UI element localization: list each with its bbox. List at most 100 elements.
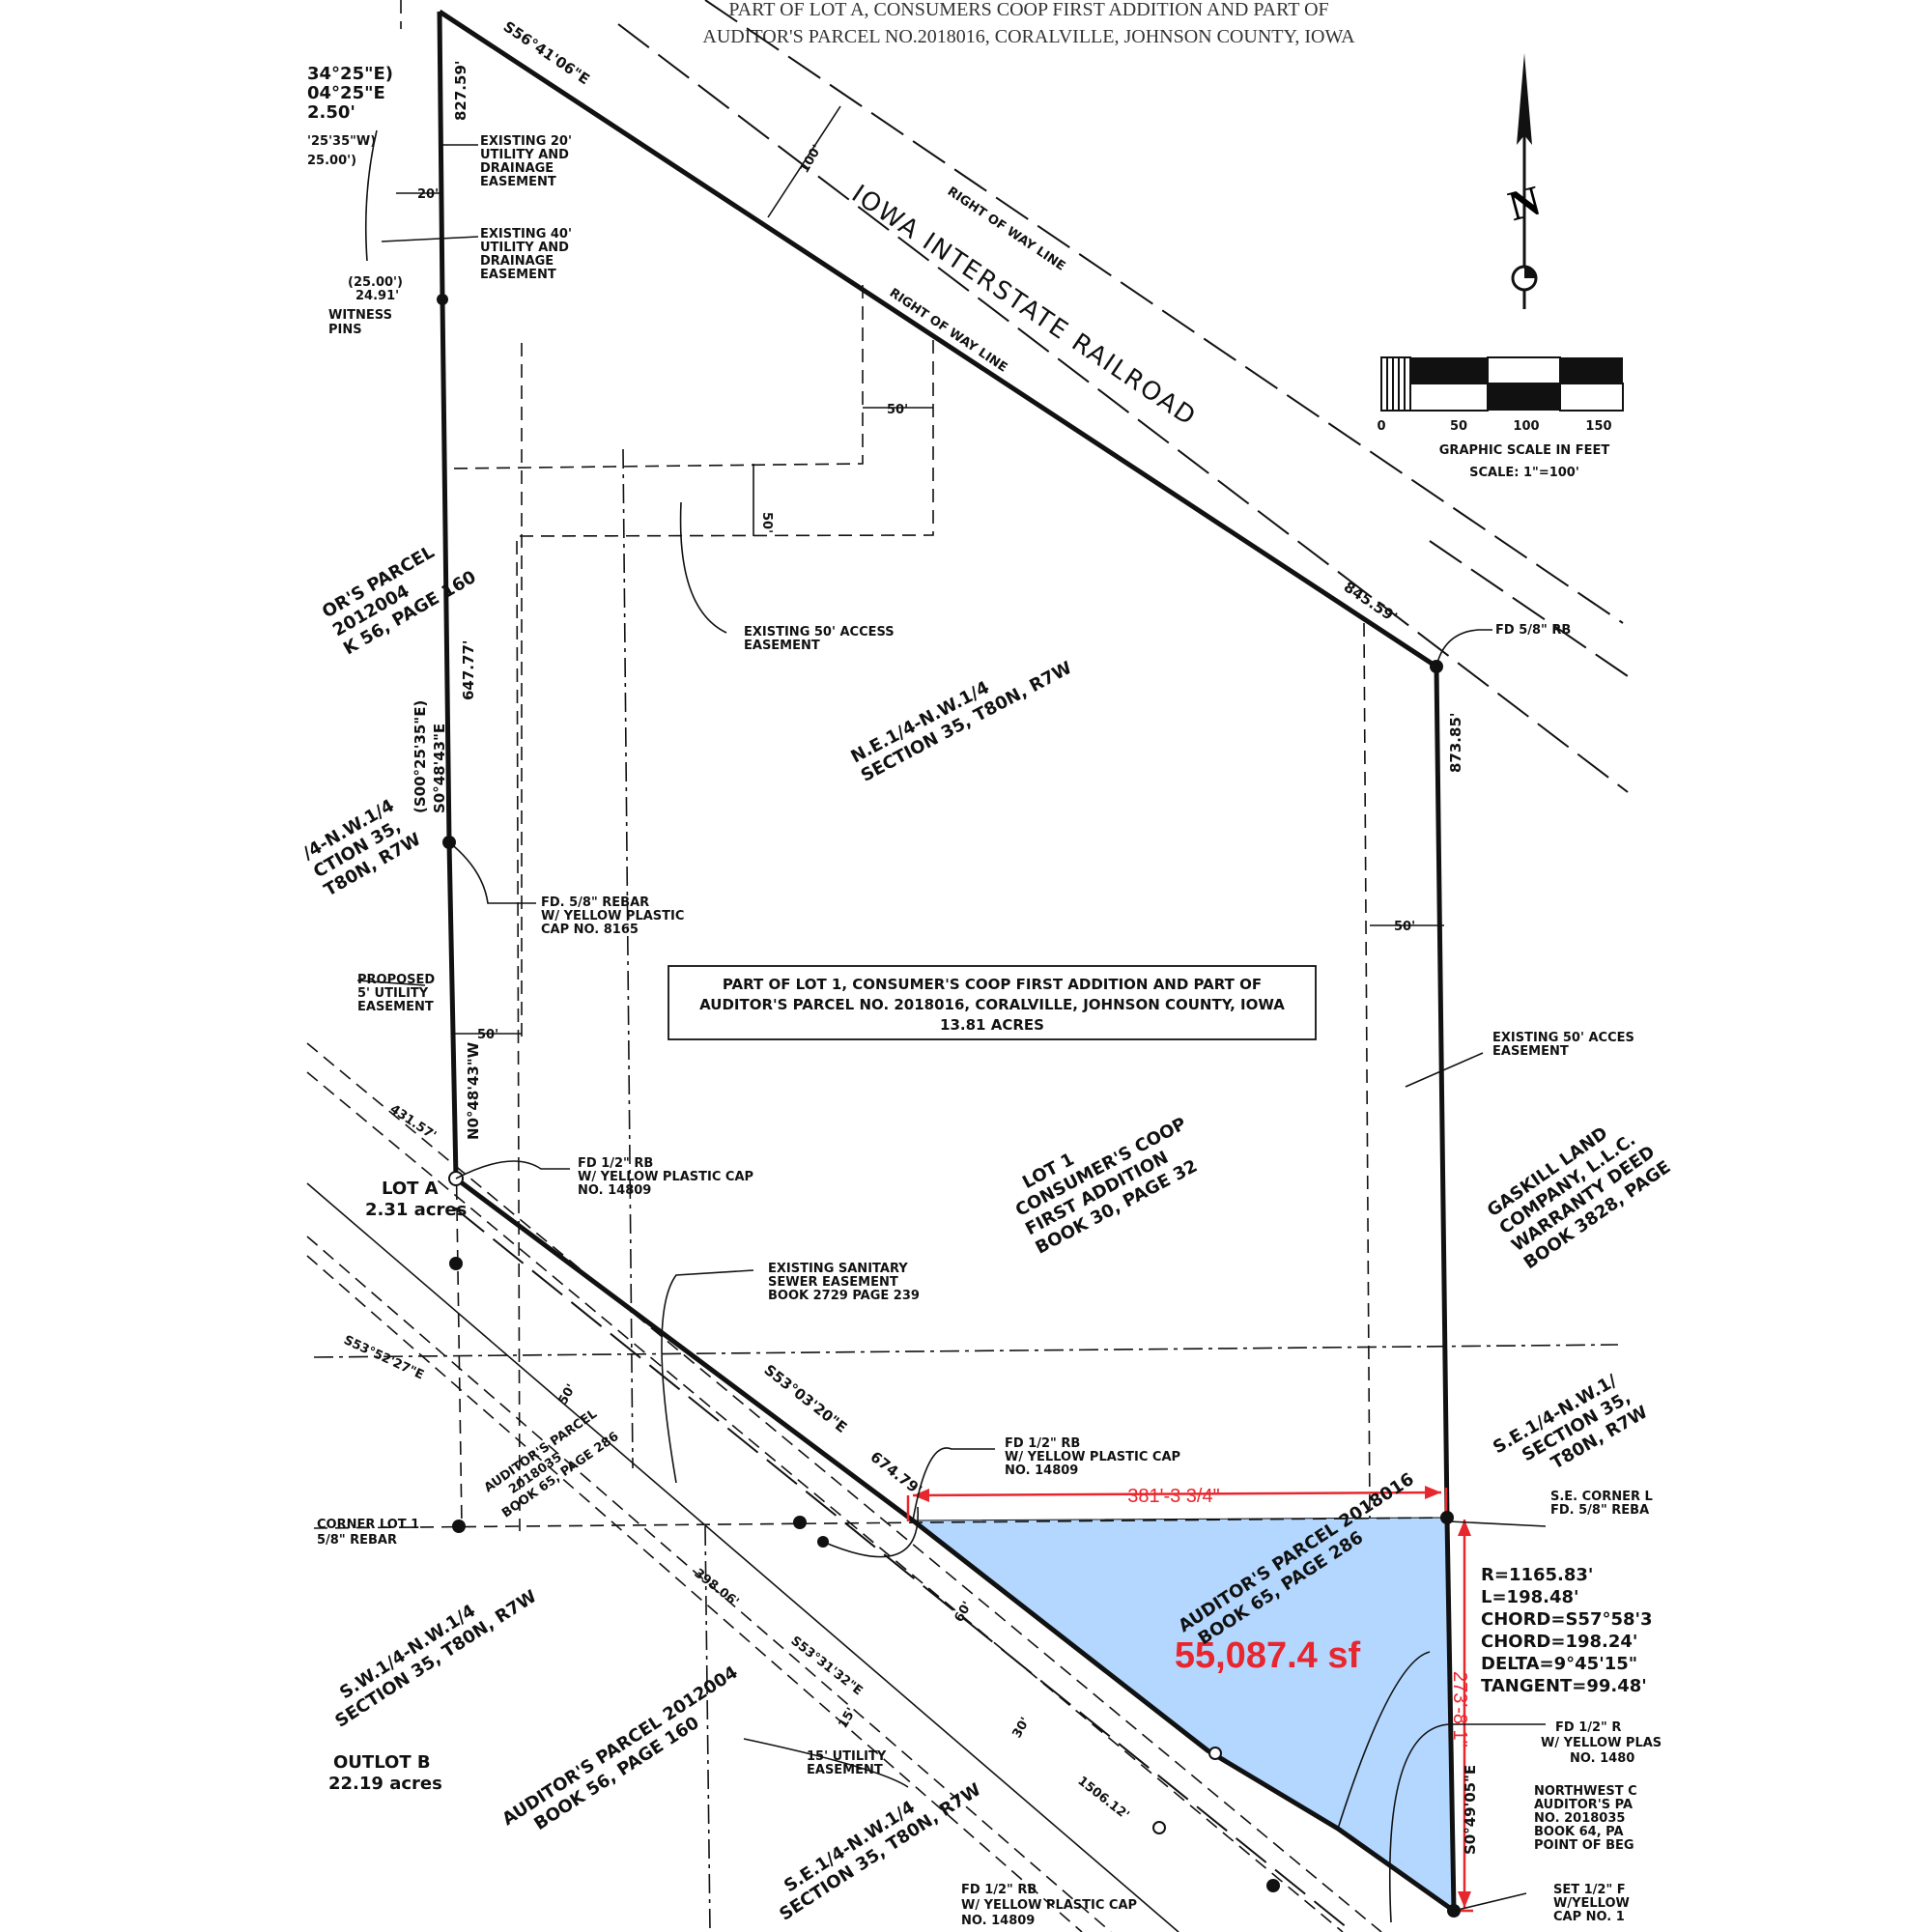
leader-left-edge: [364, 129, 378, 262]
note-sanitary-2: SEWER EASEMENT: [768, 1275, 898, 1290]
leader-util15: [743, 1738, 909, 1788]
dim-20-label: 20': [417, 187, 439, 202]
corridor-line-5: [306, 1255, 1083, 1932]
dim-50-east-label: 50': [1394, 920, 1415, 934]
note-util40: EXISTING 40' UTILITY AND DRAINAGE EASEME…: [480, 227, 572, 282]
note-fd12d-2: W/ YELLOW PLASTIC CAP: [961, 1898, 1137, 1913]
north-arrow-circle-quadrant: [1524, 267, 1536, 278]
height-arrow-bottom: [1458, 1891, 1471, 1908]
leader-fd12b: [912, 1447, 995, 1521]
note-fd12d-3: NO. 14809: [961, 1914, 1035, 1928]
note-util15-2: EASEMENT: [807, 1763, 883, 1777]
width-dimension-label: 381'-3 3/4": [1127, 1486, 1219, 1507]
left-edge-text-4: '25'35"W): [307, 134, 376, 149]
plat-title-line1: PART OF LOT A, CONSUMERS COOP FIRST ADDI…: [728, 0, 1328, 20]
note-sanitary-3: BOOK 2729 PAGE 239: [768, 1289, 920, 1303]
label-aud-2018035: AUDITOR'S PARCEL 2018035 BOOK 65, PAGE 2…: [482, 1406, 622, 1520]
note-util40-2: UTILITY AND: [480, 241, 569, 255]
note-access50-east: EXISTING 50' ACCES EASEMENT: [1492, 1031, 1634, 1059]
note-util20-1: EXISTING 20': [480, 134, 572, 149]
leader-set12: [1453, 1892, 1527, 1912]
label-aud-2012004: AUDITOR'S PARCEL 2012004 BOOK 56, PAGE 1…: [498, 1662, 741, 1834]
note-se-corner-1: S.E. CORNER L: [1550, 1490, 1653, 1504]
leader-se-corner: [1448, 1520, 1547, 1527]
curve-chord-bearing: CHORD=S57°58'3: [1481, 1609, 1653, 1630]
note-fd58rebar: FD. 5/8" REBAR W/ YELLOW PLASTIC CAP NO.…: [541, 895, 684, 937]
row-width-dim: [767, 105, 841, 218]
lot-line-dashed-south: [313, 1517, 1448, 1529]
bearing-west-record: (S00°25'35"E): [412, 700, 429, 813]
plat-title-line2: AUDITOR'S PARCEL NO.2018016, CORALVILLE,…: [702, 26, 1355, 47]
bearing-se-line: S0°49'05"E: [1462, 1765, 1479, 1855]
curve-length: L=198.48': [1481, 1587, 1579, 1607]
note-proposed-2: 5' UTILITY: [357, 986, 429, 1001]
note-util40-4: EASEMENT: [480, 268, 556, 282]
corner-point-4: [1266, 1879, 1280, 1892]
note-sanitary: EXISTING SANITARY SEWER EASEMENT BOOK 27…: [768, 1262, 920, 1303]
corridor-line-1: [306, 1042, 1382, 1932]
dim-50-vertical-label: 50': [759, 512, 774, 533]
length-lower-1: 398.06': [692, 1566, 742, 1609]
parcel-boundary: [437, 9, 1457, 1916]
note-proposed: PROPOSED 5' UTILITY EASEMENT: [357, 973, 435, 1014]
corridor-line-2: [306, 1071, 1344, 1932]
left-edge-text-5: 25.00'): [307, 154, 356, 168]
note-se-corner-2: FD. 5/8" REBA: [1550, 1503, 1649, 1518]
access-easement-line-1: [448, 285, 864, 469]
note-access50-2: EASEMENT: [744, 639, 820, 653]
note-util20: EXISTING 20' UTILITY AND DRAINAGE EASEME…: [480, 134, 572, 189]
note-set12-1: SET 1/2" F: [1553, 1883, 1626, 1897]
bearing-lower: S53°31'32"E: [788, 1634, 866, 1698]
witness-label: WITNESS: [328, 308, 392, 323]
curve-point-2: [1152, 1821, 1166, 1834]
note-set12-3: CAP NO. 1: [1553, 1910, 1625, 1924]
corridor-line-4: [306, 1236, 1112, 1932]
curve-point-1: [1208, 1747, 1222, 1760]
note-nw-corner: NORTHWEST C AUDITOR'S PA NO. 2018035 BOO…: [1534, 1784, 1637, 1853]
scale-block-4: [1487, 356, 1561, 384]
north-arrow-letter: N: [1503, 177, 1546, 231]
label-lot-a: LOT A: [382, 1179, 439, 1199]
corridor-line-3: [306, 1182, 1179, 1932]
scale-caption-1: GRAPHIC SCALE IN FEET: [1439, 443, 1610, 458]
note-fd12b: FD 1/2" RB W/ YELLOW PLASTIC CAP NO. 148…: [1005, 1436, 1180, 1478]
note-fd12a: FD 1/2" RB W/ YELLOW PLASTIC CAP NO. 148…: [578, 1156, 753, 1198]
length-top-west: 827.59': [452, 61, 469, 121]
width-arrow-right: [1425, 1486, 1441, 1499]
length-north-line: 845.59': [1341, 578, 1401, 626]
note-fd58rebar-1: FD. 5/8" REBAR: [541, 895, 649, 910]
note-util40-3: DRAINAGE: [480, 254, 554, 269]
label-outlot-b-area: 22.19 acres: [328, 1774, 442, 1794]
height-arrow-top: [1458, 1520, 1471, 1536]
label-se-quarter-bottom: S.E.1/4-N.W.1/4 SECTION 35, T80N, R7W: [776, 1779, 984, 1925]
note-nw-corner-5: POINT OF BEG: [1534, 1838, 1634, 1853]
note-fd12a-3: NO. 14809: [578, 1183, 651, 1198]
label-aud-parcel-left: OR'S PARCEL 2012004 K 56, PAGE 160: [319, 542, 480, 659]
label-outlot-b: OUTLOT B: [333, 1752, 431, 1773]
scale-block-5: [1488, 384, 1560, 411]
note-access50-east-1: EXISTING 50' ACCES: [1492, 1031, 1634, 1045]
note-util40-1: EXISTING 40': [480, 227, 572, 242]
note-corner-lot1: CORNER LOT 1 5/8" REBAR: [317, 1518, 419, 1548]
note-util20-4: EASEMENT: [480, 175, 556, 189]
leader-proposed: [356, 980, 426, 986]
scale-block-3: [1409, 383, 1489, 412]
dim-50-access-label: 50': [887, 403, 908, 417]
bearing-west-small: S53°52'27"E: [341, 1333, 426, 1383]
width-dimension-line: [912, 1491, 1442, 1497]
note-util15: 15' UTILITY EASEMENT: [807, 1749, 887, 1777]
left-edge-text-6: (25.00'): [348, 275, 403, 290]
note-proposed-3: EASEMENT: [357, 1000, 434, 1014]
note-access50-east-2: EASEMENT: [1492, 1044, 1569, 1059]
length-lower-2: 1506.12': [1075, 1774, 1132, 1823]
dim-50-west-label: 50': [477, 1028, 498, 1042]
left-edge-text-2: 04°25"E: [307, 83, 385, 103]
note-sanitary-1: EXISTING SANITARY: [768, 1262, 908, 1276]
note-fd12c-1: FD 1/2" R: [1555, 1720, 1621, 1735]
curve-delta: DELTA=9°45'15": [1481, 1654, 1637, 1674]
area-label: 55,087.4 sf: [1175, 1635, 1361, 1676]
note-fd12b-2: W/ YELLOW PLASTIC CAP: [1005, 1450, 1180, 1464]
length-west-lower: 431.57': [387, 1102, 439, 1144]
left-edge-text-3: 2.50': [307, 102, 355, 123]
note-fd12c: FD 1/2" R W/ YELLOW PLAS NO. 1480: [1541, 1720, 1662, 1766]
